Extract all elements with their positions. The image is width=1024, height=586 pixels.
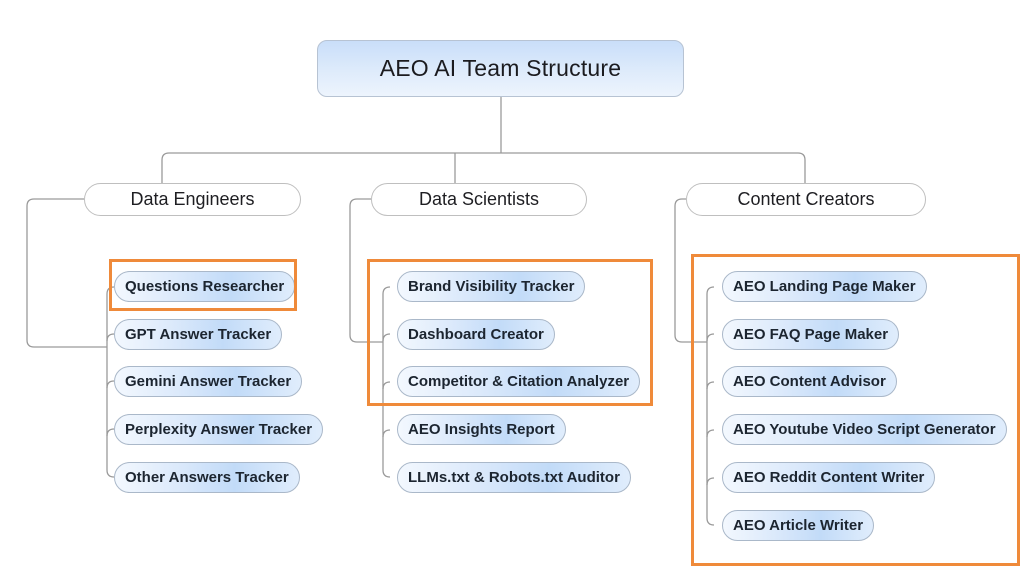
member-aeo-faq-page-maker[interactable]: AEO FAQ Page Maker [722,319,900,350]
connector-creators-branch [706,333,715,486]
connector-creators-trunk [706,286,715,526]
group-data-engineers[interactable]: Data Engineers [84,183,301,216]
connector-engineers-trunk [106,286,115,478]
connector-scientists-branch [382,333,391,438]
member-competitor-citation-analyzer[interactable]: Competitor & Citation Analyzer [397,366,641,397]
member-dashboard-creator[interactable]: Dashboard Creator [397,319,555,350]
member-other-answers-tracker[interactable]: Other Answers Tracker [114,462,300,493]
group-content-creators[interactable]: Content Creators [686,183,926,216]
member-perplexity-answer-tracker[interactable]: Perplexity Answer Tracker [114,414,324,445]
connector-engineers-loop [26,198,107,348]
connector-engineers-branch [106,333,115,437]
member-aeo-reddit-content-writer[interactable]: AEO Reddit Content Writer [722,462,936,493]
member-llms-robots-auditor[interactable]: LLMs.txt & Robots.txt Auditor [397,462,631,493]
connector-bus [161,152,806,183]
member-aeo-content-advisor[interactable]: AEO Content Advisor [722,366,897,397]
connector-scientists-loop [349,198,383,343]
connector-scientists-trunk [382,286,391,478]
member-gemini-answer-tracker[interactable]: Gemini Answer Tracker [114,366,303,397]
member-gpt-answer-tracker[interactable]: GPT Answer Tracker [114,319,283,350]
member-questions-researcher[interactable]: Questions Researcher [114,271,296,302]
member-aeo-landing-page-maker[interactable]: AEO Landing Page Maker [722,271,927,302]
member-aeo-article-writer[interactable]: AEO Article Writer [722,510,875,541]
connector-creators-loop [674,198,707,343]
member-brand-visibility-tracker[interactable]: Brand Visibility Tracker [397,271,586,302]
member-aeo-youtube-script-generator[interactable]: AEO Youtube Video Script Generator [722,414,1007,445]
member-aeo-insights-report[interactable]: AEO Insights Report [397,414,566,445]
root-node-title[interactable]: AEO AI Team Structure [317,40,684,97]
group-data-scientists[interactable]: Data Scientists [371,183,587,216]
